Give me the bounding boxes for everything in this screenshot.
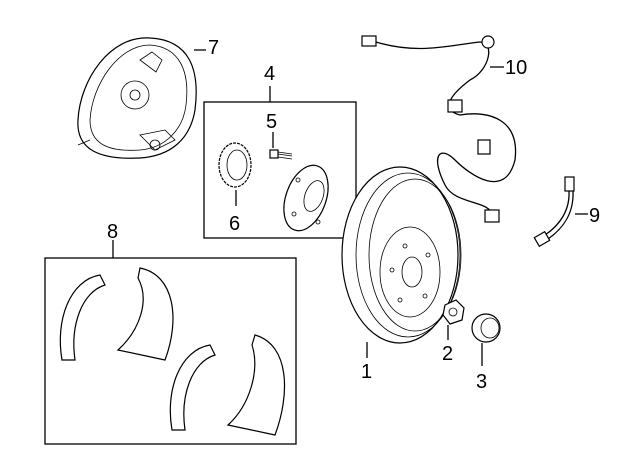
brake-shoe-2[interactable] xyxy=(116,267,174,361)
abs-tone-ring[interactable] xyxy=(218,142,252,188)
brake-hose[interactable] xyxy=(533,176,575,248)
abs-sensor-wire[interactable] xyxy=(361,35,517,223)
brake-shoe-3[interactable] xyxy=(169,344,216,431)
callout-2: 2 xyxy=(442,343,453,365)
hub-assembly-box xyxy=(203,101,357,239)
callout-5: 5 xyxy=(266,111,277,133)
callout-7: 7 xyxy=(208,37,219,59)
callout-1: 1 xyxy=(361,361,372,383)
callout-6: 6 xyxy=(229,213,240,235)
callout-4: 4 xyxy=(264,63,275,85)
callout-8: 8 xyxy=(107,221,118,243)
callout-3: 3 xyxy=(476,371,487,393)
brake-drum[interactable] xyxy=(341,166,462,344)
hub-flange[interactable] xyxy=(276,159,337,237)
callout-10: 10 xyxy=(505,57,527,79)
brake-shoe-box xyxy=(44,257,297,445)
callout-9: 9 xyxy=(589,205,600,227)
wheel-stud[interactable] xyxy=(269,149,293,160)
brake-shoe-4[interactable] xyxy=(226,334,286,436)
hub-cap[interactable] xyxy=(471,313,501,343)
brake-shoe-1[interactable] xyxy=(59,274,106,361)
hub-nut[interactable] xyxy=(442,299,465,325)
backing-plate[interactable] xyxy=(77,37,197,159)
